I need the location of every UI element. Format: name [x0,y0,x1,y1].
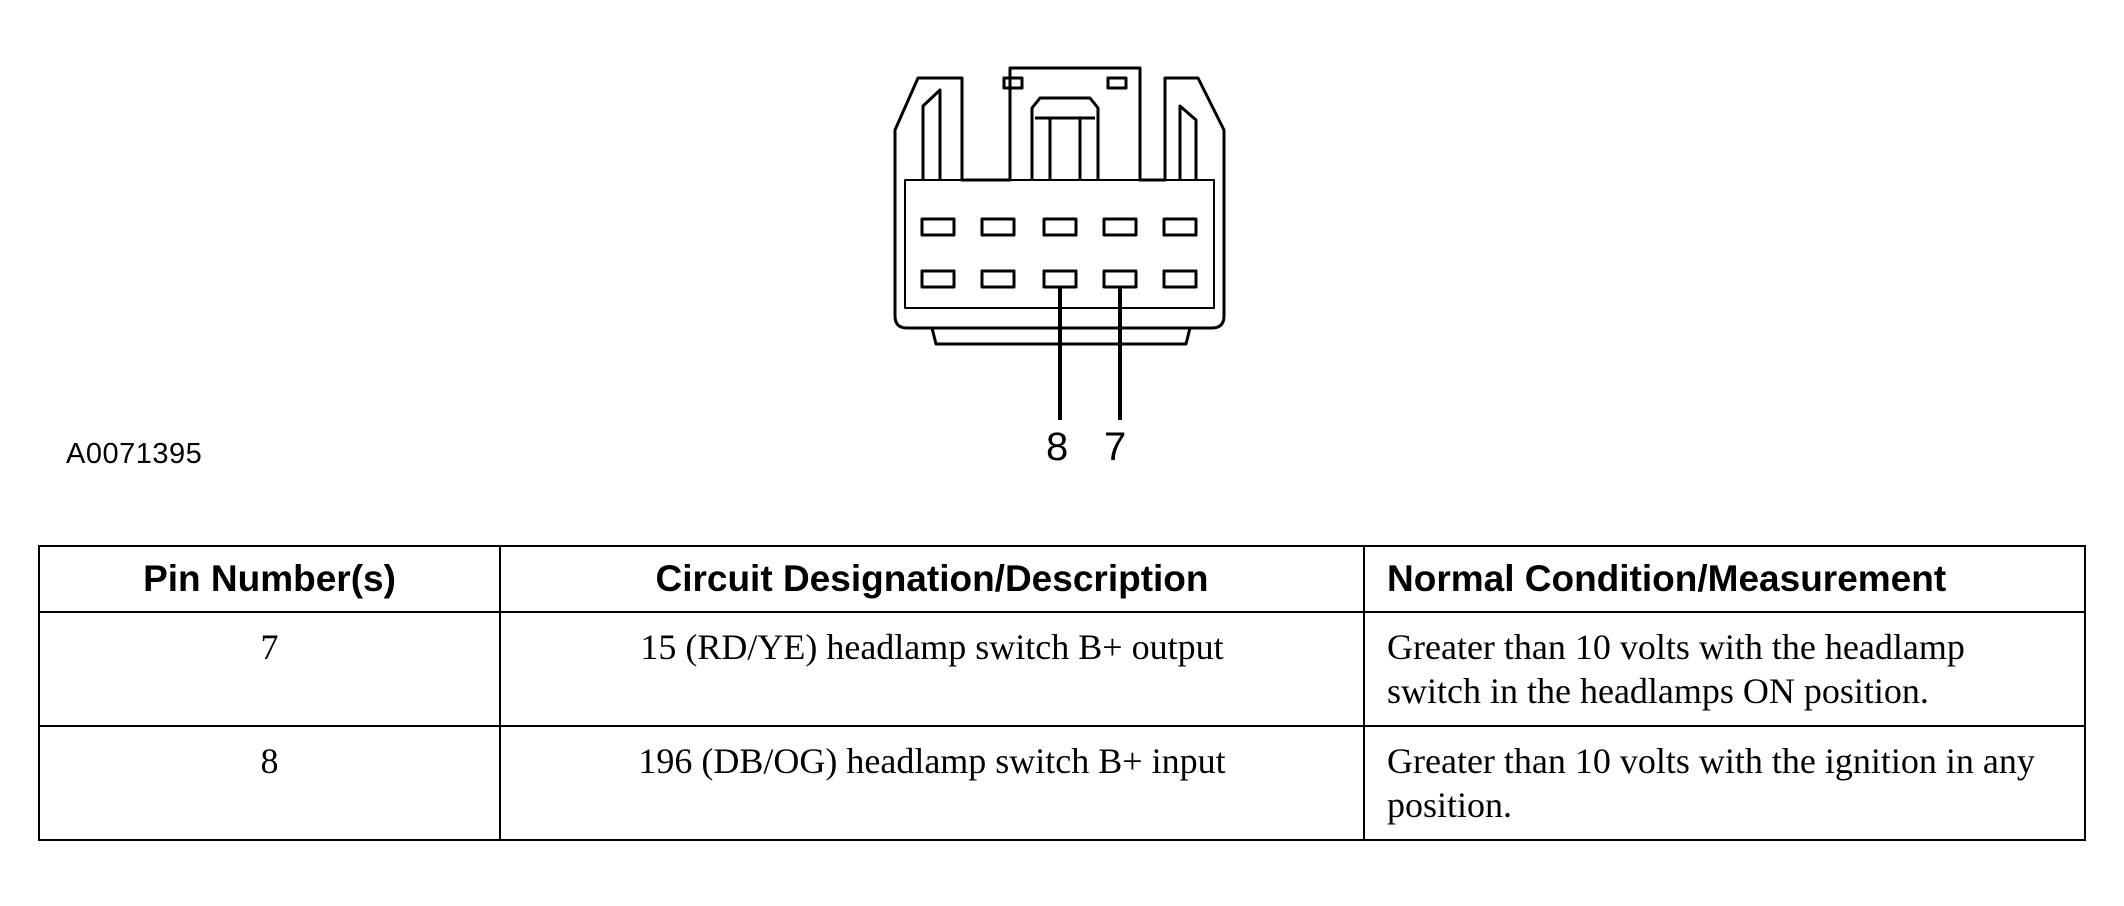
latch-body [1030,96,1100,180]
cavity-bottom-3 [1042,269,1078,289]
cell-condition: Greater than 10 volts with the ignition … [1363,725,2086,841]
cavity-top-5 [1162,217,1198,237]
connector-inner-frame [904,179,1215,309]
latch-tab-right [1106,76,1128,90]
header-normal-condition: Normal Condition/Measurement [1363,545,2086,613]
figure-reference-id: A0071395 [66,438,203,470]
cavity-top-1 [920,217,956,237]
header-pin-number: Pin Number(s) [38,545,501,613]
cavity-bottom-1 [920,269,956,289]
cell-pin: 8 [38,725,501,841]
cell-condition: Greater than 10 volts with the headlamp … [1363,611,2086,727]
cell-circuit: 15 (RD/YE) headlamp switch B+ output [499,611,1365,727]
cavity-top-3 [1042,217,1078,237]
latch-tab-left [1002,76,1024,90]
cavity-bottom-2 [980,269,1016,289]
pin-table: Pin Number(s) Circuit Designation/Descri… [38,545,2086,841]
connector-right-post [1178,104,1198,180]
connector-left-post [921,88,942,180]
pin-7-label: 7 [1104,425,1127,469]
cavity-bottom-5 [1162,269,1198,289]
cell-pin: 7 [38,611,501,727]
table-header-row: Pin Number(s) Circuit Designation/Descri… [38,545,2086,613]
connector-diagram [893,66,1226,420]
cavity-top-2 [980,217,1016,237]
connector-body-outline [893,66,1226,330]
table-row: 7 15 (RD/YE) headlamp switch B+ output G… [38,611,2086,727]
cavity-top-4 [1102,217,1138,237]
cavity-bottom-4 [1102,269,1138,289]
table-row: 8 196 (DB/OG) headlamp switch B+ input G… [38,725,2086,841]
cell-circuit: 196 (DB/OG) headlamp switch B+ input [499,725,1365,841]
pin-8-label: 8 [1046,425,1069,469]
header-circuit-description: Circuit Designation/Description [499,545,1365,613]
